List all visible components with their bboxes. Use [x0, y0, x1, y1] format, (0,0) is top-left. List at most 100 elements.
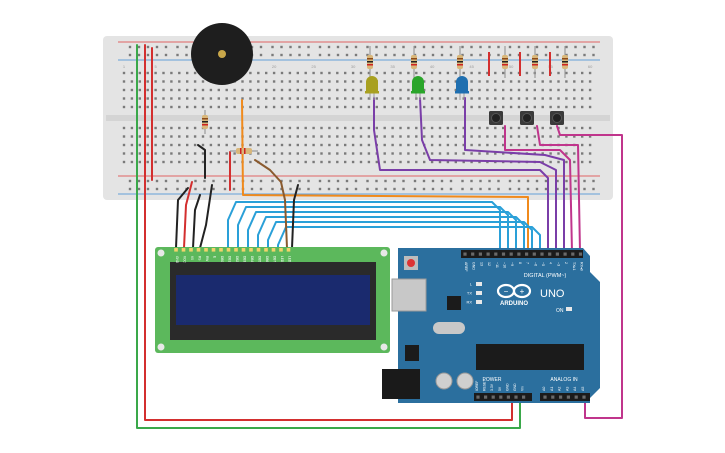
rail-hole[interactable] — [535, 187, 539, 191]
breadboard-hole[interactable] — [178, 160, 181, 164]
breadboard-hole[interactable] — [494, 143, 497, 147]
breadboard-hole[interactable] — [186, 152, 189, 155]
breadboard-hole[interactable] — [533, 143, 536, 147]
breadboard-hole[interactable] — [233, 143, 236, 147]
breadboard-hole[interactable] — [423, 126, 426, 130]
breadboard-hole[interactable] — [170, 105, 173, 109]
breadboard-hole[interactable] — [312, 160, 315, 164]
breadboard-hole[interactable] — [383, 143, 386, 147]
rail-hole[interactable] — [194, 187, 197, 191]
digital-pin[interactable] — [571, 252, 575, 256]
digital-pin[interactable] — [463, 252, 467, 256]
breadboard-hole[interactable] — [375, 135, 378, 138]
rail-hole[interactable] — [259, 179, 263, 183]
led-yellow[interactable] — [365, 76, 379, 100]
breadboard-hole[interactable] — [557, 97, 560, 100]
breadboard-hole[interactable] — [146, 80, 149, 83]
breadboard-hole[interactable] — [241, 97, 244, 100]
breadboard-hole[interactable] — [296, 126, 299, 130]
breadboard-hole[interactable] — [423, 135, 426, 138]
breadboard-hole[interactable] — [249, 88, 252, 92]
breadboard-hole[interactable] — [438, 80, 442, 83]
rail-hole[interactable] — [155, 45, 159, 49]
rail-hole[interactable] — [176, 45, 179, 49]
rail-hole[interactable] — [146, 179, 150, 183]
breadboard-hole[interactable] — [193, 71, 197, 75]
breadboard-hole[interactable] — [430, 80, 434, 83]
rail-hole[interactable] — [461, 179, 464, 183]
rail-hole[interactable] — [137, 53, 141, 57]
breadboard-hole[interactable] — [336, 126, 339, 130]
breadboard-hole[interactable] — [541, 80, 544, 83]
breadboard-hole[interactable] — [146, 71, 149, 75]
breadboard-hole[interactable] — [178, 152, 181, 155]
breadboard-hole[interactable] — [233, 135, 236, 138]
breadboard-hole[interactable] — [193, 80, 197, 83]
breadboard-hole[interactable] — [399, 71, 402, 75]
breadboard-hole[interactable] — [438, 152, 442, 155]
breadboard-hole[interactable] — [296, 88, 299, 92]
breadboard-hole[interactable] — [517, 105, 521, 109]
breadboard-hole[interactable] — [423, 160, 426, 164]
rail-hole[interactable] — [128, 53, 132, 57]
breadboard-hole[interactable] — [557, 71, 560, 75]
resistor-backlight[interactable] — [230, 148, 258, 154]
digital-pin[interactable] — [471, 252, 475, 256]
breadboard-hole[interactable] — [312, 135, 315, 138]
breadboard-hole[interactable] — [525, 126, 529, 130]
rail-hole[interactable] — [440, 45, 444, 49]
rail-hole[interactable] — [508, 53, 512, 57]
digital-pin[interactable] — [501, 252, 506, 256]
breadboard-hole[interactable] — [154, 71, 157, 75]
breadboard-hole[interactable] — [186, 160, 189, 164]
breadboard-hole[interactable] — [502, 71, 505, 75]
breadboard-hole[interactable] — [186, 143, 189, 147]
breadboard-hole[interactable] — [454, 135, 457, 138]
breadboard-hole[interactable] — [502, 105, 505, 109]
rail-hole[interactable] — [354, 53, 358, 57]
breadboard-hole[interactable] — [502, 135, 505, 138]
breadboard-hole[interactable] — [423, 80, 426, 83]
breadboard-hole[interactable] — [288, 97, 292, 100]
breadboard-hole[interactable] — [533, 80, 536, 83]
breadboard-hole[interactable] — [541, 97, 544, 100]
breadboard-hole[interactable] — [193, 88, 197, 92]
breadboard-hole[interactable] — [280, 88, 284, 92]
rail-hole[interactable] — [565, 179, 568, 183]
breadboard-hole[interactable] — [130, 152, 134, 155]
breadboard-hole[interactable] — [509, 80, 513, 83]
breadboard-hole[interactable] — [509, 135, 513, 138]
breadboard-hole[interactable] — [280, 160, 284, 164]
rail-hole[interactable] — [449, 45, 453, 49]
breadboard-hole[interactable] — [130, 80, 134, 83]
breadboard-hole[interactable] — [320, 126, 323, 130]
breadboard-hole[interactable] — [494, 105, 497, 109]
breadboard-hole[interactable] — [423, 105, 426, 109]
rail-hole[interactable] — [298, 45, 301, 49]
resistor-button-1[interactable] — [502, 46, 508, 78]
rail-hole[interactable] — [574, 45, 577, 49]
breadboard-hole[interactable] — [201, 160, 205, 164]
rail-hole[interactable] — [461, 187, 464, 191]
breadboard-hole[interactable] — [146, 88, 149, 92]
rail-hole[interactable] — [422, 179, 426, 183]
lcd-pin[interactable] — [249, 248, 253, 252]
breadboard-hole[interactable] — [344, 135, 347, 138]
breadboard-hole[interactable] — [336, 152, 339, 155]
rail-hole[interactable] — [155, 179, 159, 183]
breadboard-hole[interactable] — [533, 88, 536, 92]
breadboard-hole[interactable] — [486, 135, 489, 138]
breadboard-hole[interactable] — [470, 135, 473, 138]
breadboard-hole[interactable] — [399, 135, 402, 138]
breadboard-hole[interactable] — [130, 88, 134, 92]
breadboard-hole[interactable] — [178, 105, 181, 109]
rail-hole[interactable] — [565, 53, 568, 57]
breadboard-hole[interactable] — [581, 88, 584, 92]
breadboard-hole[interactable] — [351, 88, 355, 92]
breadboard-hole[interactable] — [454, 88, 457, 92]
breadboard-hole[interactable] — [557, 88, 560, 92]
rail-hole[interactable] — [461, 53, 464, 57]
breadboard-hole[interactable] — [375, 71, 378, 75]
breadboard-hole[interactable] — [122, 126, 126, 130]
